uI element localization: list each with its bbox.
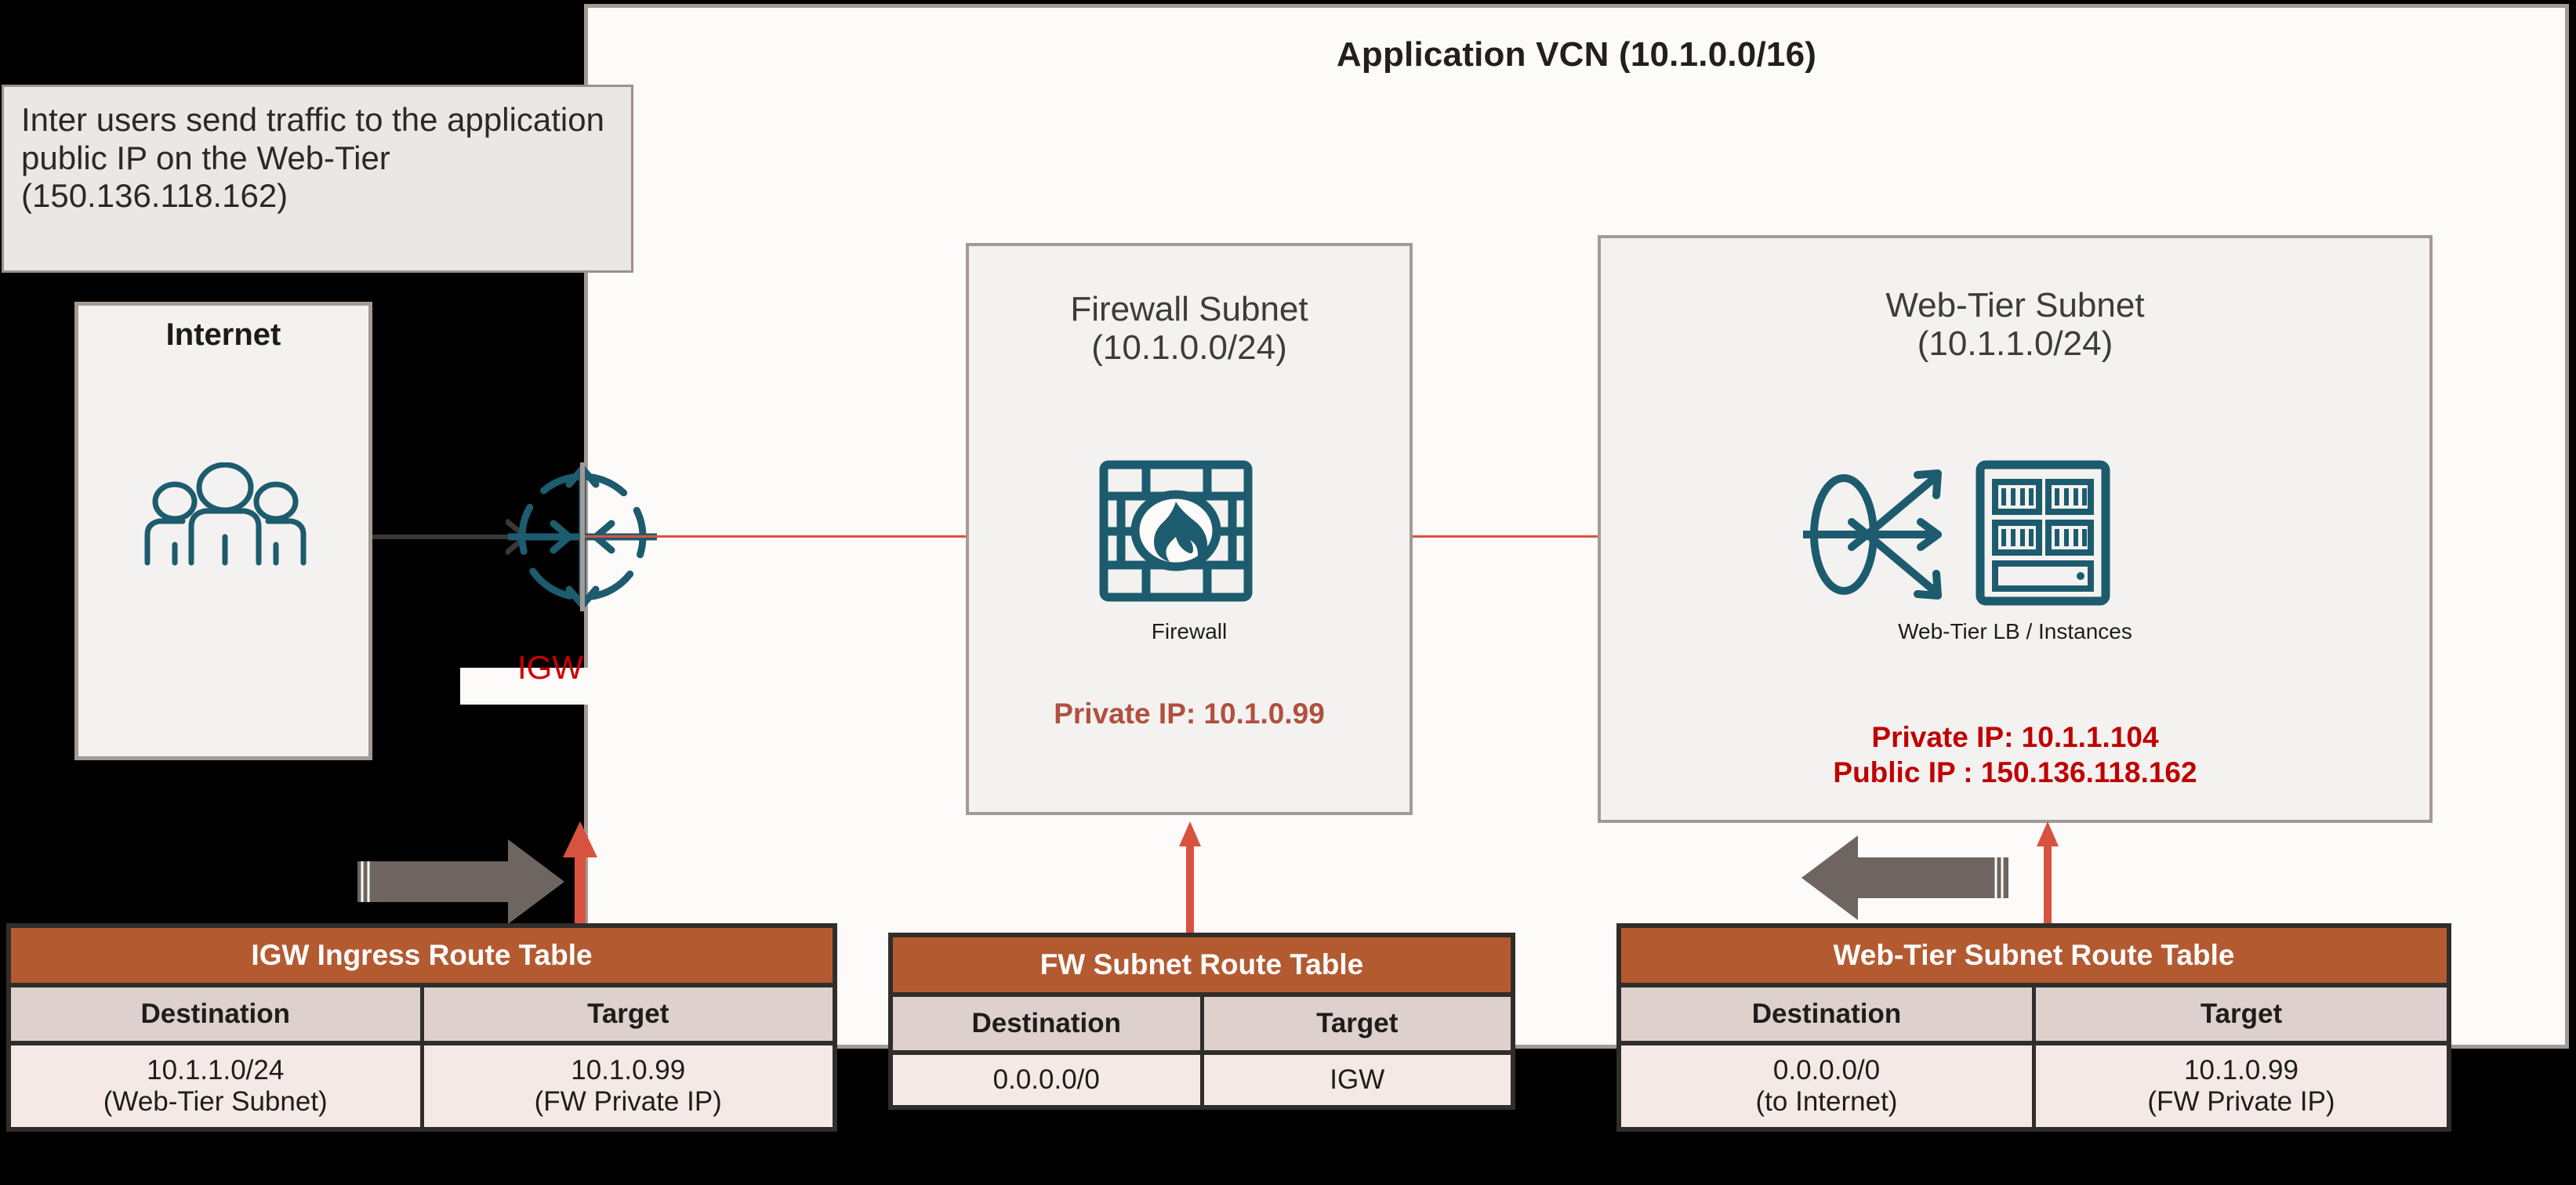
column-header-target: Target: [1316, 1008, 1399, 1038]
cell-destination: 0.0.0.0/0: [893, 1055, 1204, 1105]
table-row: 10.1.1.0/24(Web-Tier Subnet) 10.1.0.99(F…: [11, 1045, 833, 1127]
route-table-web-tier-subnet-header: Destination Target: [1621, 988, 2447, 1045]
vcn-border-segment: [580, 462, 585, 611]
web-tier-public-ip: Public IP : 150.136.118.162: [1833, 756, 2197, 788]
route-table-igw-ingress: IGW Ingress Route Table Destination Targ…: [6, 923, 837, 1132]
cell-target: 10.1.0.99(FW Private IP): [2147, 1055, 2335, 1117]
traffic-line-igw-to-fw: [584, 535, 1018, 538]
firewall-subnet-title-line2: (10.1.0.0/24): [1091, 328, 1287, 368]
web-tier-subnet-title-line1: Web-Tier Subnet: [1885, 286, 2145, 324]
route-table-fw-subnet: FW Subnet Route Table Destination Target…: [888, 933, 1515, 1110]
web-tier-subnet-title-line2: (10.1.1.0/24): [1917, 324, 2113, 364]
cell-target: 10.1.0.99(FW Private IP): [534, 1055, 722, 1117]
block-arrow-left-web-tier: [1801, 835, 2008, 920]
column-header-destination: Destination: [1621, 988, 2036, 1041]
column-header-target: Target: [2200, 998, 2283, 1029]
route-table-fw-subnet-header: Destination Target: [893, 997, 1511, 1055]
route-table-igw-ingress-header: Destination Target: [11, 988, 833, 1045]
column-header-destination: Destination: [893, 997, 1204, 1050]
red-arrow-up-fw-rt: [1179, 821, 1201, 940]
firewall-subnet-title: Firewall Subnet (10.1.0.0/24): [966, 290, 1413, 368]
column-header-target: Target: [587, 998, 669, 1029]
route-table-igw-ingress-title: IGW Ingress Route Table: [11, 928, 833, 988]
red-arrow-up-igw-rt: [563, 821, 597, 931]
people-icon: [144, 462, 307, 566]
internet-label: Internet: [165, 317, 281, 352]
firewall-icon-caption: Firewall: [1151, 619, 1228, 643]
route-table-fw-subnet-title: FW Subnet Route Table: [893, 937, 1511, 997]
cell-destination: 10.1.1.0/24(Web-Tier Subnet): [11, 1045, 424, 1127]
callout-note-text: Inter users send traffic to the applicat…: [21, 101, 604, 215]
firewall-subnet-title-line1: Firewall Subnet: [1070, 290, 1308, 328]
igw-label-backdrop: [460, 668, 593, 705]
table-row: 0.0.0.0/0(to Internet) 10.1.0.99(FW Priv…: [1621, 1045, 2447, 1127]
table-row: 0.0.0.0/0 IGW: [893, 1055, 1511, 1105]
firewall-brickwall-flame-icon: [1099, 460, 1253, 602]
red-arrow-up-web-rt: [2037, 821, 2059, 931]
connector-internet-to-igw: [372, 535, 517, 539]
cell-destination: 0.0.0.0/0(to Internet): [1621, 1045, 2036, 1127]
callout-note: Inter users send traffic to the applicat…: [2, 85, 633, 273]
route-table-web-tier-subnet: Web-Tier Subnet Route Table Destination …: [1616, 923, 2451, 1132]
load-balancer-icon: [1803, 469, 1942, 600]
web-tier-subnet-title: Web-Tier Subnet (10.1.1.0/24): [1598, 286, 2433, 364]
vcn-title: Application VCN (10.1.0.0/16): [1336, 35, 1817, 74]
column-header-destination: Destination: [11, 988, 424, 1041]
internet-box: [74, 302, 372, 760]
block-arrow-right-igw: [357, 839, 564, 924]
route-table-web-tier-subnet-title: Web-Tier Subnet Route Table: [1621, 928, 2447, 988]
server-rack-icon: [1976, 460, 2110, 606]
igw-label: IGW: [517, 649, 583, 686]
web-tier-icon-caption: Web-Tier LB / Instances: [1898, 619, 2132, 643]
web-tier-private-ip: Private IP: 10.1.1.104: [1871, 721, 2159, 753]
cell-target: IGW: [1330, 1064, 1385, 1095]
firewall-private-ip: Private IP: 10.1.0.99: [1054, 698, 1325, 730]
traffic-line-fw-to-web: [1321, 535, 1803, 538]
